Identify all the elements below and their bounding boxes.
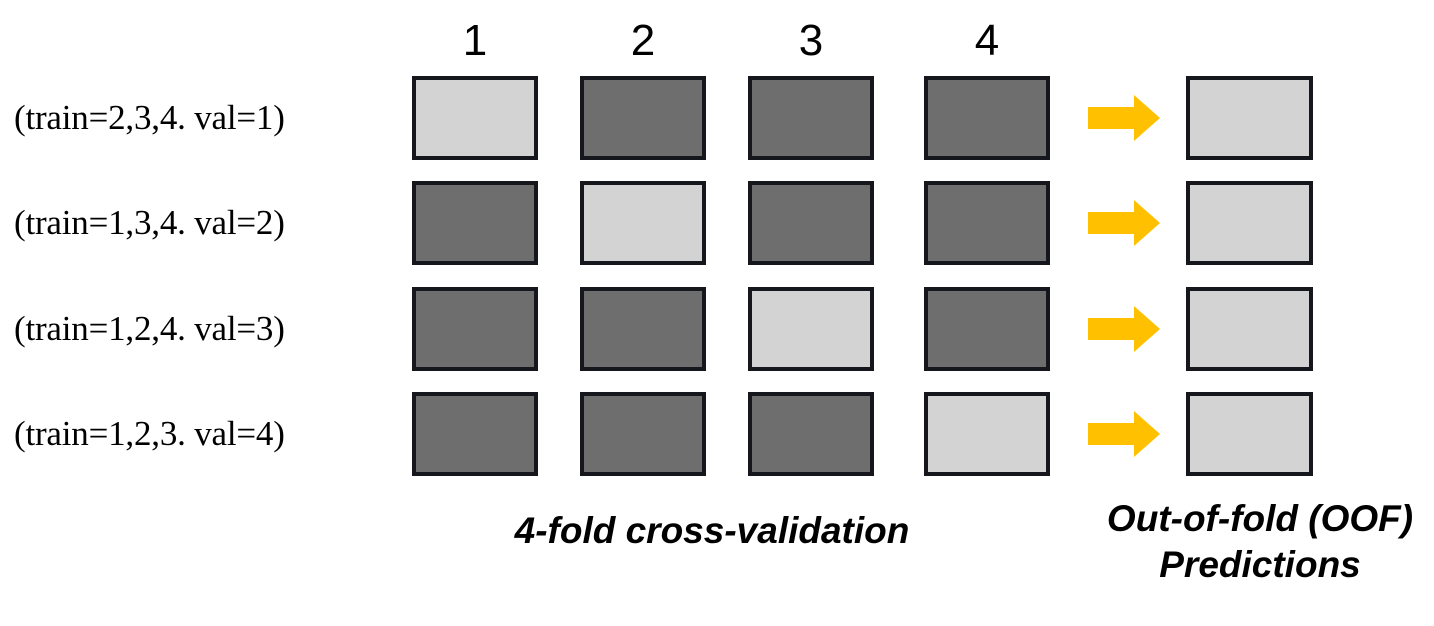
fold-box-r3c4-training — [924, 287, 1050, 371]
column-header-3: 3 — [798, 16, 824, 65]
fold-box-r1c3-training — [748, 76, 874, 160]
caption-cross-validation: 4-fold cross-validation — [514, 510, 910, 551]
oof-prediction-box-row-2 — [1186, 181, 1313, 265]
oof-prediction-box-row-4 — [1186, 392, 1313, 476]
fold-box-r3c3-validation — [748, 287, 874, 371]
oof-prediction-box-row-1 — [1186, 76, 1313, 160]
right-arrow-icon-row-2 — [1088, 200, 1160, 246]
caption-oof-line-1: Out-of-fold (OOF) — [1106, 498, 1414, 539]
fold-box-r4c4-validation — [924, 392, 1050, 476]
column-header-1: 1 — [462, 16, 488, 65]
fold-box-r2c3-training — [748, 181, 874, 265]
row-label-fold-3: (train=1,2,4. val=3) — [14, 309, 285, 348]
row-label-fold-1: (train=2,3,4. val=1) — [14, 98, 285, 137]
fold-box-r2c4-training — [924, 181, 1050, 265]
fold-box-r4c2-training — [580, 392, 706, 476]
right-arrow-icon-row-1 — [1088, 95, 1160, 141]
fold-box-r2c1-training — [412, 181, 538, 265]
fold-box-r4c3-training — [748, 392, 874, 476]
caption-oof-predictions: Out-of-fold (OOF) Predictions — [1090, 496, 1430, 588]
right-arrow-icon-row-3 — [1088, 306, 1160, 352]
fold-box-r3c2-training — [580, 287, 706, 371]
column-header-4: 4 — [974, 16, 1000, 65]
caption-oof-line-2: Predictions — [1159, 544, 1361, 585]
fold-box-r3c1-training — [412, 287, 538, 371]
oof-prediction-box-row-3 — [1186, 287, 1313, 371]
column-header-2: 2 — [630, 16, 656, 65]
fold-box-r2c2-validation — [580, 181, 706, 265]
fold-box-r1c1-validation — [412, 76, 538, 160]
fold-box-r1c4-training — [924, 76, 1050, 160]
right-arrow-icon-row-4 — [1088, 411, 1160, 457]
fold-box-r1c2-training — [580, 76, 706, 160]
row-label-fold-4: (train=1,2,3. val=4) — [14, 414, 285, 453]
row-label-fold-2: (train=1,3,4. val=2) — [14, 203, 285, 242]
fold-box-r4c1-training — [412, 392, 538, 476]
